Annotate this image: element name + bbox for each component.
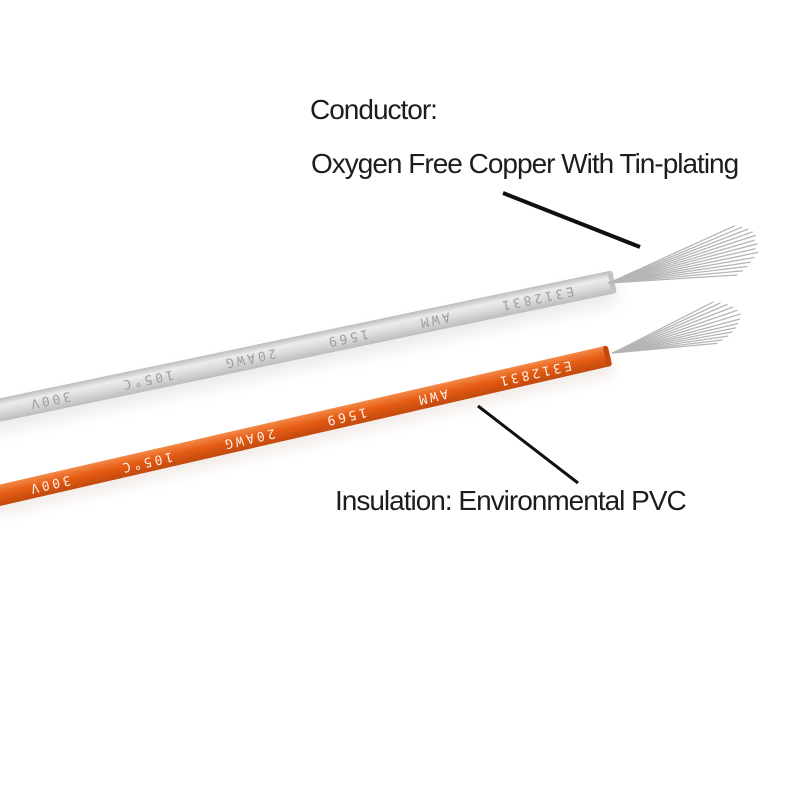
- wire-strand: [612, 313, 741, 354]
- conductor-callout-line: [502, 191, 641, 249]
- wire-strand: [608, 225, 736, 284]
- conductor-title-text: Conductor:: [310, 94, 438, 125]
- wire-strand: [608, 243, 758, 284]
- wire-strand: [608, 274, 738, 284]
- wire-strand: [608, 239, 755, 284]
- insulation-callout-line: [477, 404, 579, 485]
- wire-strand: [608, 231, 753, 284]
- wire-strand: [612, 342, 718, 354]
- wire-strand: [612, 306, 734, 354]
- wire-strand: [612, 303, 728, 354]
- wire-strand: [608, 228, 749, 284]
- wire-strand: [612, 309, 738, 354]
- wire-strand: [608, 265, 748, 284]
- wire-strand: [608, 234, 757, 284]
- conductor-detail-text: Oxygen Free Copper With Tin-plating: [311, 148, 739, 179]
- wire-strand: [608, 248, 756, 284]
- wire-strand: [608, 226, 743, 284]
- orange-wire-strand-fan: [612, 301, 741, 354]
- insulation-label-text: Insulation: Environmental PVC: [335, 485, 687, 516]
- white-wire-strand-fan: [608, 225, 759, 284]
- wire-strand: [608, 256, 755, 284]
- wire-strand: [612, 302, 721, 354]
- wire-strand: [612, 318, 741, 354]
- wire-strand: [608, 261, 752, 284]
- wire-strand: [608, 251, 759, 284]
